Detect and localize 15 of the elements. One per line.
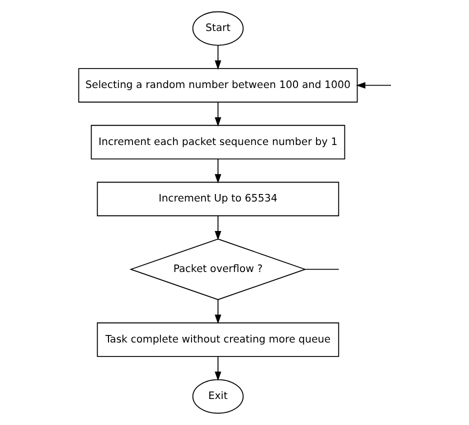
node-ellipse: Exit <box>192 379 244 414</box>
arrow <box>356 82 391 89</box>
arrow <box>214 102 221 127</box>
arrow <box>214 44 221 70</box>
node-ellipse: Start <box>192 11 244 46</box>
node-box: Task complete without creating more queue <box>96 322 339 357</box>
arrow <box>214 215 221 240</box>
connector <box>304 268 339 270</box>
arrow <box>214 356 221 381</box>
arrow <box>214 299 221 324</box>
node-box: Selecting a random number between 100 and 1000 <box>78 68 358 103</box>
node-box: Increment Up to 65534 <box>96 182 339 216</box>
arrow <box>214 158 221 184</box>
node-box: Increment each packet sequence number by 1 <box>90 124 345 160</box>
node-diamond: Packet overflow ? <box>128 238 306 300</box>
